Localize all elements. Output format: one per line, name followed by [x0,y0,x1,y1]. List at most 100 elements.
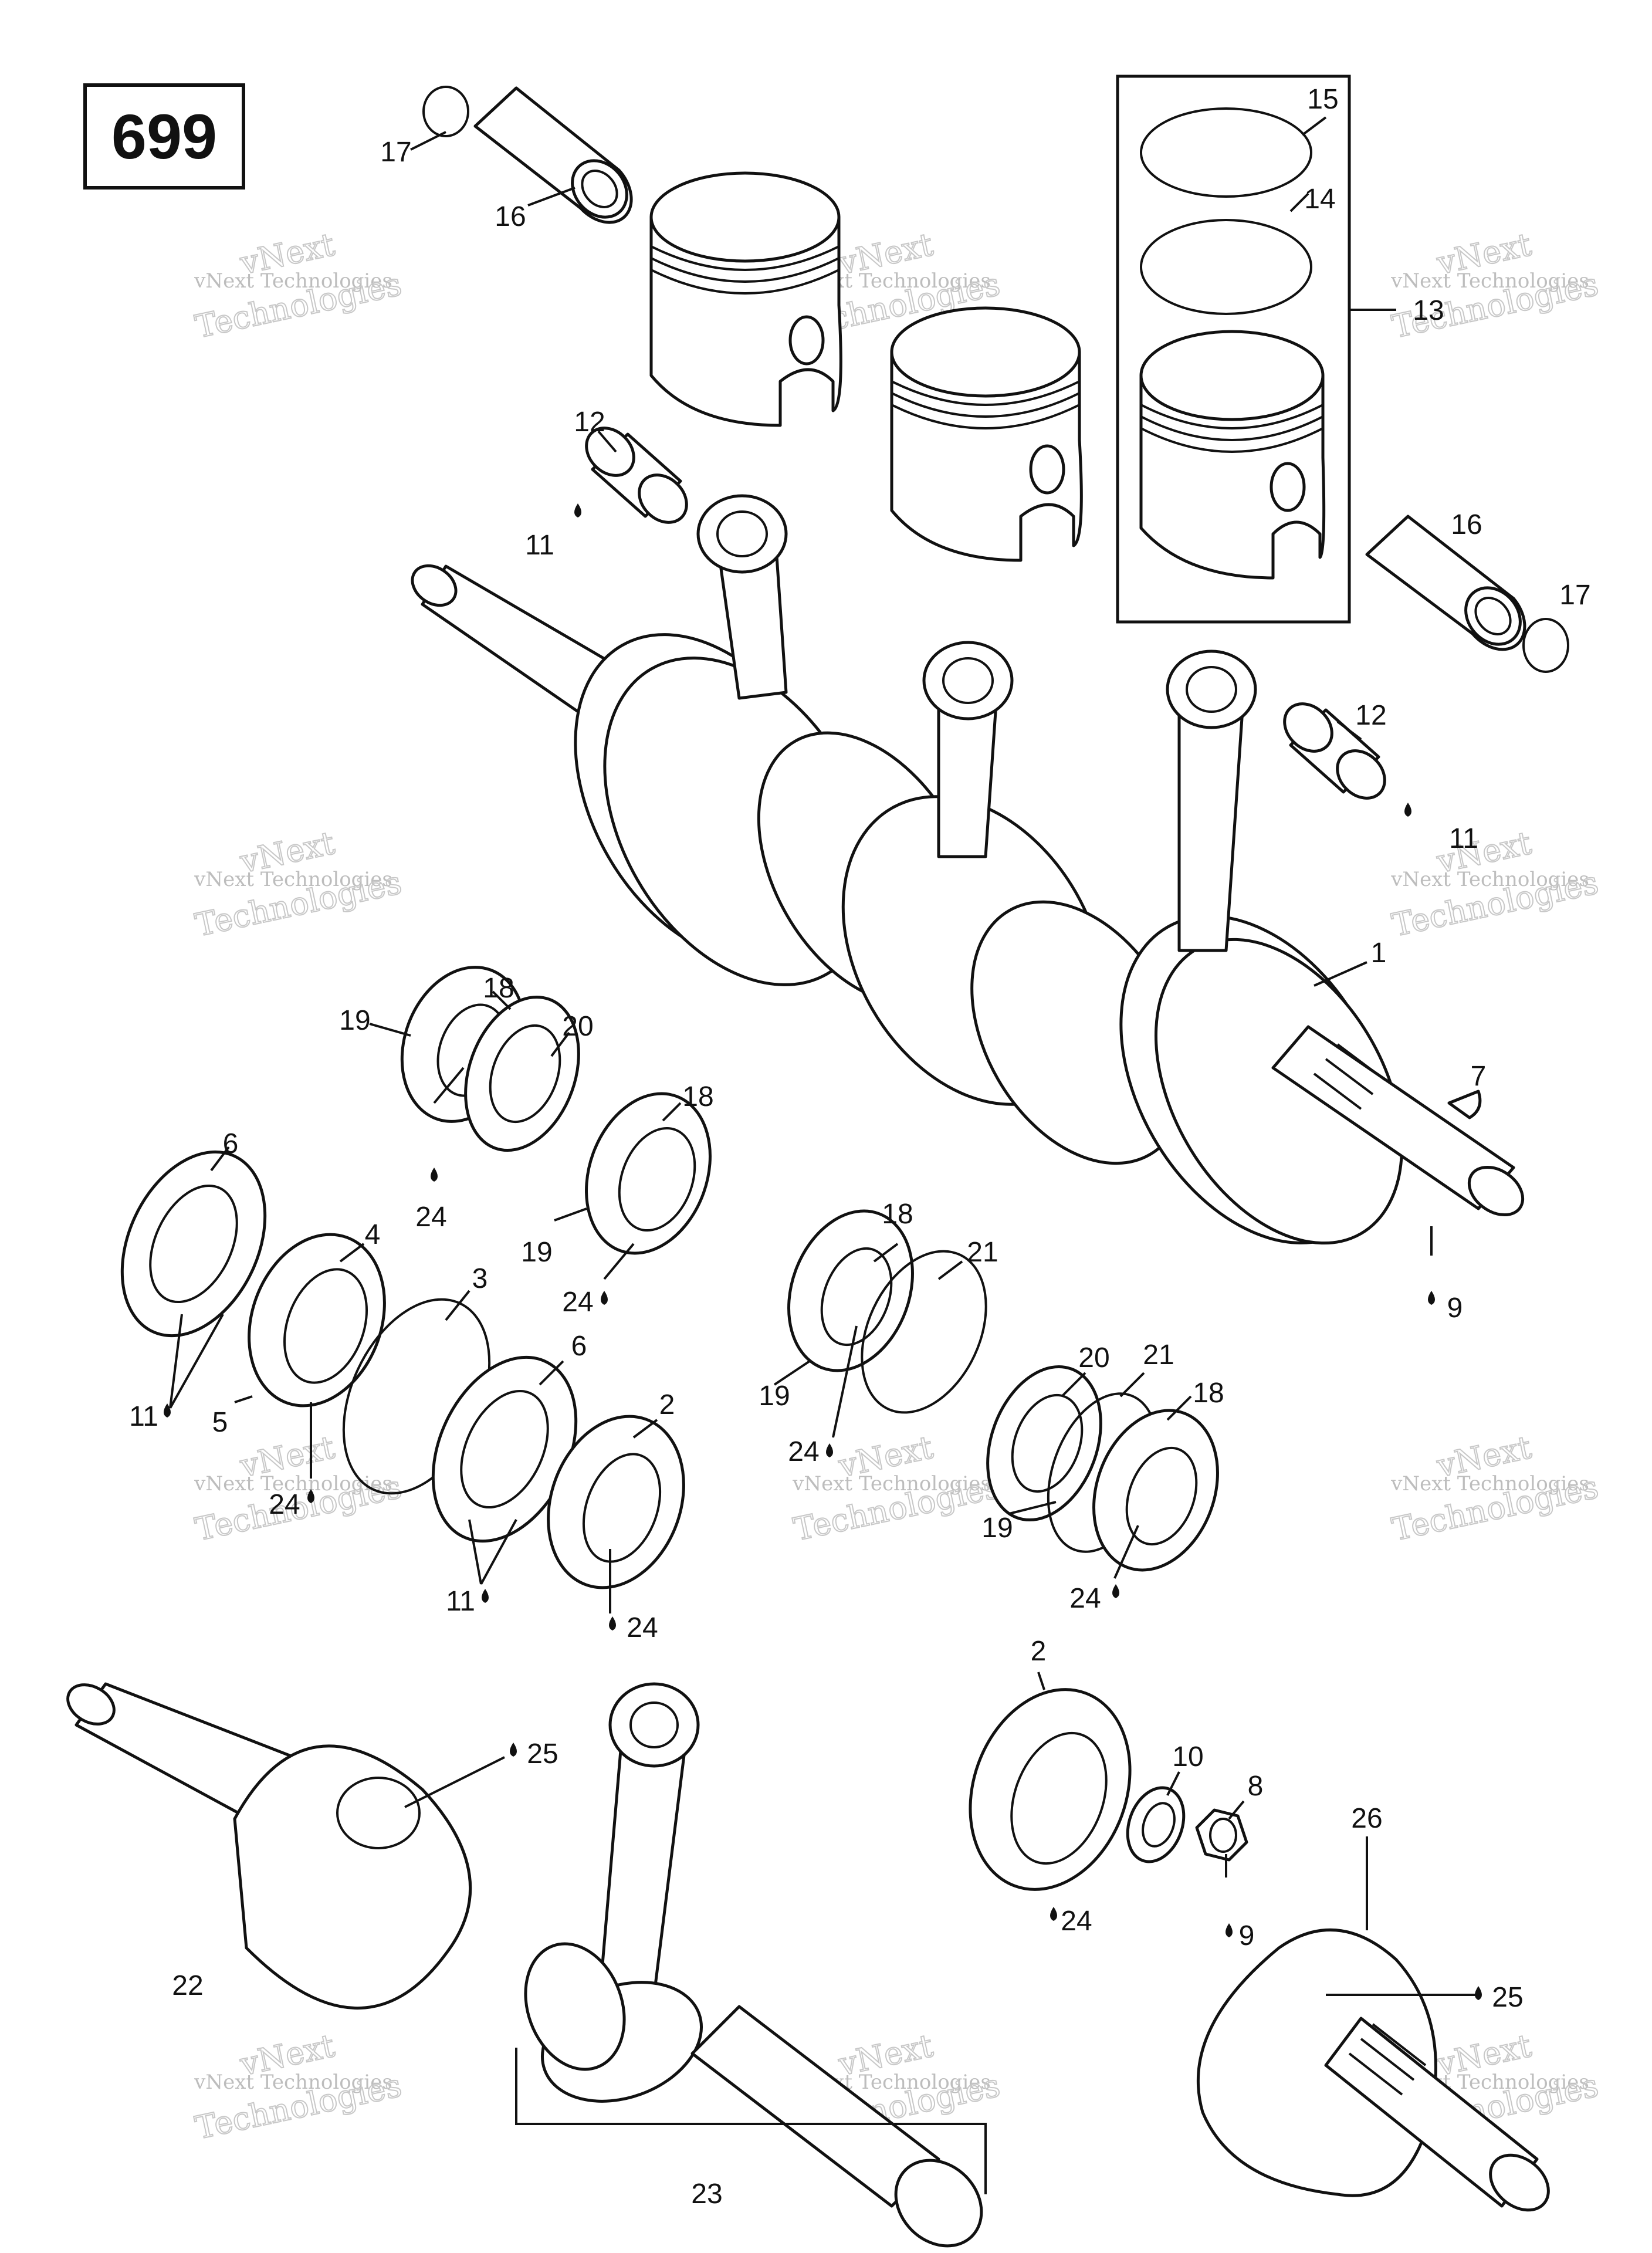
drop-icon [431,1168,438,1182]
drop-icon [601,1291,608,1305]
crankshaft [411,564,1525,1245]
lubricant-drops [164,503,1482,2000]
woodruff-key [1447,1090,1482,1119]
label-6-b: 6 [571,1331,587,1362]
label-21-b: 21 [1143,1339,1174,1371]
label-9-b: 9 [1239,1920,1255,1951]
ball-bearing-2-mid [547,1415,685,1589]
piston-left [649,171,842,427]
label-25-a: 25 [527,1738,558,1770]
label-9: 9 [1447,1293,1463,1324]
drop-icon [1475,1986,1482,2000]
label-24-d: 24 [627,1612,658,1643]
label-3: 3 [472,1263,488,1294]
drop-icon [826,1443,833,1457]
label-11-a: 11 [129,1401,158,1432]
circlip-left [422,86,469,137]
label-18-b: 18 [682,1081,713,1112]
label-19-c: 19 [759,1381,790,1412]
watermark-text: vNext Technologies [792,1472,991,1496]
label-18-d: 18 [1193,1378,1224,1409]
drop-icon [1050,1907,1057,1921]
watermark-text: vNext Technologies [1390,868,1589,891]
label-12-right: 12 [1355,700,1386,731]
drop-icon [482,1589,489,1603]
oil-seal-left [120,1150,267,1338]
label-19-d: 19 [981,1513,1013,1544]
watermark-text: vNext Technologies [1390,269,1589,293]
label-24-f: 24 [1069,1583,1101,1614]
page-number: 699 [111,101,217,172]
crank-half-22 [66,1682,472,2010]
label-23: 23 [691,2178,722,2210]
part-labels: 17 16 15 14 13 12 11 16 17 12 11 1 7 9 1… [129,84,1591,2210]
piston-pin-left [473,86,633,224]
drop-icon [307,1489,314,1503]
label-4: 4 [365,1219,381,1250]
label-2-b: 2 [1031,1636,1047,1667]
crank-pto-half-26 [1196,1928,1550,2212]
bearing-18-center [787,1209,914,1372]
label-18-c: 18 [882,1199,913,1230]
watermark-text: vNext Technologies [194,1472,392,1496]
label-18-a: 18 [483,973,514,1004]
label-17-right: 17 [1559,580,1590,611]
label-19-b: 19 [521,1237,552,1268]
bearing-18-mid [585,1092,712,1255]
watermark-text: vNext Technologies [1390,1472,1589,1496]
label-12: 12 [574,407,605,438]
page-number-box: 699 [83,83,245,190]
ball-bearing-2-bottom [969,1688,1132,1891]
drop-icon [609,1616,616,1630]
label-24-c: 24 [269,1489,300,1520]
ball-bearing-4 [248,1233,386,1408]
label-15: 15 [1307,84,1338,115]
watermark-text: vNext Technologies [194,868,392,891]
drop-icon [510,1743,517,1757]
label-21-a: 21 [967,1237,998,1268]
label-25-b: 25 [1492,1982,1523,2013]
nut [1195,1808,1248,1862]
label-19-a: 19 [339,1005,370,1036]
label-11: 11 [525,530,554,561]
label-20-b: 20 [1078,1342,1109,1374]
connecting-rod-kit-23 [515,1682,987,2248]
label-14: 14 [1304,184,1335,215]
drop-icon [1226,1923,1233,1937]
circlip-right [1522,618,1569,673]
label-20-a: 20 [562,1011,593,1042]
label-16: 16 [495,201,526,232]
label-11-right: 11 [1449,823,1478,854]
drop-icon [1112,1584,1119,1598]
label-11-b: 11 [446,1586,475,1617]
watermark-text: vNext Technologies [194,269,392,293]
label-7: 7 [1471,1061,1487,1092]
label-16-right: 16 [1451,509,1482,540]
drop-icon [1428,1291,1435,1305]
drop-icon [574,503,581,517]
label-8: 8 [1248,1771,1264,1802]
label-17: 17 [380,137,411,168]
label-10: 10 [1172,1741,1203,1772]
connecting-rod-3 [1166,649,1257,952]
needle-bearing-upper [585,427,688,524]
label-13: 13 [1413,295,1444,326]
piston-pin-right [1365,515,1526,651]
label-24-b: 24 [562,1287,593,1318]
label-5: 5 [212,1407,228,1438]
label-24-g: 24 [1061,1906,1092,1937]
label-24-a: 24 [415,1202,446,1233]
connecting-rod-1 [696,494,788,700]
drop-icon [1404,803,1411,817]
piston-kit-box [1116,75,1351,624]
piston-middle [890,306,1083,562]
label-26: 26 [1351,1803,1382,1834]
label-6-a: 6 [223,1128,239,1159]
seal-20-right [986,1365,1102,1522]
label-22: 22 [172,1970,203,2001]
bearing-18-right [1092,1409,1219,1572]
label-1: 1 [1371,938,1387,969]
ring-21-center [861,1250,987,1414]
leader-lines [169,116,1478,1996]
